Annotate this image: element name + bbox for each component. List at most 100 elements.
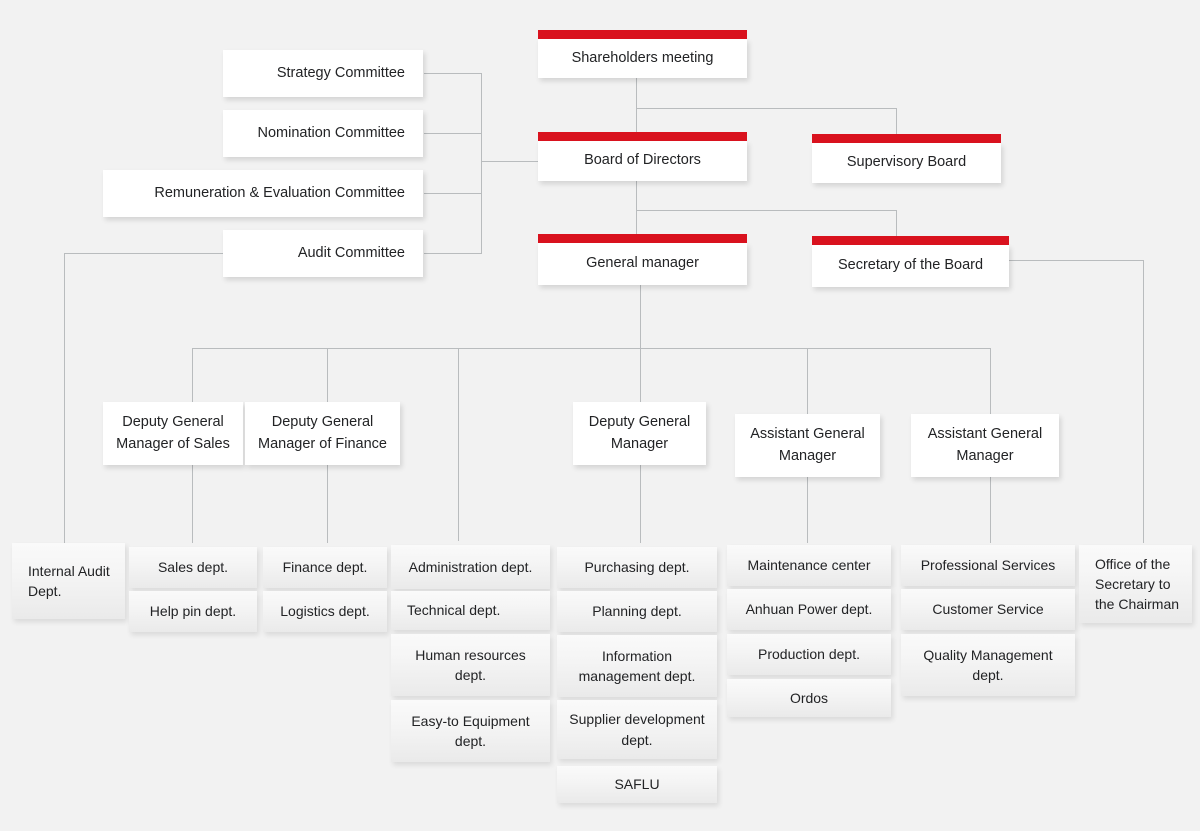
- connector-drop-assistant-gm-2: [990, 348, 991, 414]
- connector-drop-administration: [458, 348, 459, 541]
- dept-help-pin[interactable]: Help pin dept.: [129, 591, 257, 632]
- connector-drop-assistant-gm-1: [807, 348, 808, 414]
- dept-label: Sales dept.: [157, 559, 229, 576]
- connector-committee-audit: [424, 253, 482, 254]
- dept-professional-services[interactable]: Professional Services: [901, 545, 1075, 586]
- dept-logistics[interactable]: Logistics dept.: [263, 591, 387, 632]
- node-label: Deputy General Manager of Finance: [258, 414, 387, 452]
- dept-label: Administration dept.: [408, 558, 533, 575]
- dept-label: Maintenance center: [747, 557, 871, 574]
- node-secretary-of-the-board[interactable]: Secretary of the Board: [812, 236, 1009, 287]
- node-label: Audit Committee: [297, 244, 405, 261]
- node-deputy-general-manager-of-sales[interactable]: Deputy General Manager of Sales: [103, 402, 243, 465]
- dept-label: Ordos: [789, 689, 829, 706]
- connector-drop-deputy-sales: [192, 348, 193, 402]
- node-general-manager[interactable]: General manager: [538, 234, 747, 285]
- dept-label: Human resources dept.: [415, 646, 526, 683]
- dept-label: Internal Audit Dept.: [28, 562, 110, 599]
- dept-planning[interactable]: Planning dept.: [557, 591, 717, 632]
- node-audit-committee[interactable]: Audit Committee: [223, 230, 423, 277]
- dept-label: Planning dept.: [592, 603, 682, 620]
- dept-label: Technical dept.: [407, 602, 501, 619]
- dept-label: Production dept.: [758, 646, 860, 663]
- dept-supplier-development[interactable]: Supplier development dept.: [557, 700, 717, 759]
- dept-label: Supplier development dept.: [569, 711, 705, 748]
- connector-shareholders-bus: [636, 108, 896, 109]
- node-label: Supervisory Board: [846, 154, 967, 171]
- connector-secretary-to-office-h: [1008, 260, 1144, 261]
- dept-customer-service[interactable]: Customer Service: [901, 589, 1075, 630]
- node-label: Remuneration & Evaluation Committee: [154, 184, 405, 201]
- node-deputy-general-manager[interactable]: Deputy General Manager: [573, 402, 706, 465]
- dept-saflu[interactable]: SAFLU: [557, 766, 717, 803]
- dept-office-of-secretary-to-chairman[interactable]: Office of the Secretary to the Chairman: [1079, 545, 1192, 623]
- connector-gm-down: [640, 285, 641, 348]
- node-label: Shareholders meeting: [571, 49, 714, 66]
- dept-purchasing[interactable]: Purchasing dept.: [557, 547, 717, 588]
- connector-manager-bus: [192, 348, 991, 349]
- dept-sales[interactable]: Sales dept.: [129, 547, 257, 588]
- dept-information-management[interactable]: Information management dept.: [557, 635, 717, 697]
- dept-label: Anhuan Power dept.: [745, 601, 873, 618]
- dept-easy-to-equipment[interactable]: Easy-to Equipment dept.: [391, 700, 550, 762]
- dept-label: Information management dept.: [578, 647, 696, 684]
- connector-to-secretary-of-board: [896, 210, 897, 240]
- node-remuneration-evaluation-committee[interactable]: Remuneration & Evaluation Committee: [103, 170, 423, 217]
- node-deputy-general-manager-of-finance[interactable]: Deputy General Manager of Finance: [245, 402, 400, 465]
- dept-technical[interactable]: Technical dept.: [391, 591, 550, 630]
- node-assistant-general-manager-2[interactable]: Assistant General Manager: [911, 414, 1059, 477]
- connector-to-general-manager: [636, 210, 637, 240]
- node-label: Secretary of the Board: [837, 257, 984, 274]
- dept-administration[interactable]: Administration dept.: [391, 545, 550, 589]
- node-strategy-committee[interactable]: Strategy Committee: [223, 50, 423, 97]
- connector-deputy-sales-to-depts: [192, 465, 193, 543]
- node-label: Assistant General Manager: [927, 426, 1043, 464]
- dept-production[interactable]: Production dept.: [727, 634, 891, 675]
- dept-quality-management[interactable]: Quality Management dept.: [901, 634, 1075, 696]
- dept-finance[interactable]: Finance dept.: [263, 547, 387, 588]
- dept-label: Customer Service: [932, 601, 1044, 618]
- connector-board-to-committee-spine: [481, 161, 541, 162]
- dept-label: SAFLU: [614, 776, 660, 793]
- connector-deputy-gm-to-depts: [640, 465, 641, 543]
- node-assistant-general-manager-1[interactable]: Assistant General Manager: [735, 414, 880, 477]
- connector-committee-spine: [481, 73, 482, 253]
- connector-secretary-to-office-v: [1143, 260, 1144, 543]
- node-label: Deputy General Manager of Sales: [116, 414, 230, 452]
- dept-label: Professional Services: [920, 557, 1056, 574]
- node-shareholders-meeting[interactable]: Shareholders meeting: [538, 30, 747, 78]
- connector-committee-nomination: [424, 133, 482, 134]
- connector-committee-remuneration: [424, 193, 482, 194]
- connector-committee-strategy: [424, 73, 482, 74]
- connector-assistant-gm-1-to-depts: [807, 477, 808, 543]
- dept-human-resources[interactable]: Human resources dept.: [391, 634, 550, 696]
- dept-ordos[interactable]: Ordos: [727, 679, 891, 717]
- connector-drop-deputy-finance: [327, 348, 328, 402]
- connector-assistant-gm-2-to-depts: [990, 477, 991, 543]
- node-board-of-directors[interactable]: Board of Directors: [538, 132, 747, 181]
- node-label: Deputy General Manager: [588, 414, 691, 452]
- connector-audit-to-internal-audit-v: [64, 253, 65, 543]
- node-supervisory-board[interactable]: Supervisory Board: [812, 134, 1001, 183]
- connector-board-down: [636, 181, 637, 210]
- dept-label: Office of the Secretary to the Chairman: [1095, 555, 1180, 613]
- dept-maintenance-center[interactable]: Maintenance center: [727, 545, 891, 586]
- dept-label: Finance dept.: [282, 559, 368, 576]
- node-nomination-committee[interactable]: Nomination Committee: [223, 110, 423, 157]
- node-label: Strategy Committee: [276, 64, 405, 81]
- node-label: General manager: [586, 255, 699, 272]
- dept-label: Purchasing dept.: [584, 559, 690, 576]
- dept-label: Easy-to Equipment dept.: [411, 712, 530, 749]
- dept-label: Logistics dept.: [280, 603, 370, 620]
- dept-anhuan-power[interactable]: Anhuan Power dept.: [727, 589, 891, 630]
- connector-audit-to-internal-audit-h: [64, 253, 223, 254]
- node-label: Nomination Committee: [257, 124, 405, 141]
- connector-to-board-of-directors: [636, 108, 637, 138]
- dept-label: Help pin dept.: [149, 603, 237, 620]
- dept-label: Quality Management dept.: [923, 646, 1053, 683]
- dept-internal-audit[interactable]: Internal Audit Dept.: [12, 543, 125, 619]
- node-label: Assistant General Manager: [750, 426, 865, 464]
- connector-board-bus: [636, 210, 896, 211]
- connector-drop-deputy-gm: [640, 348, 641, 402]
